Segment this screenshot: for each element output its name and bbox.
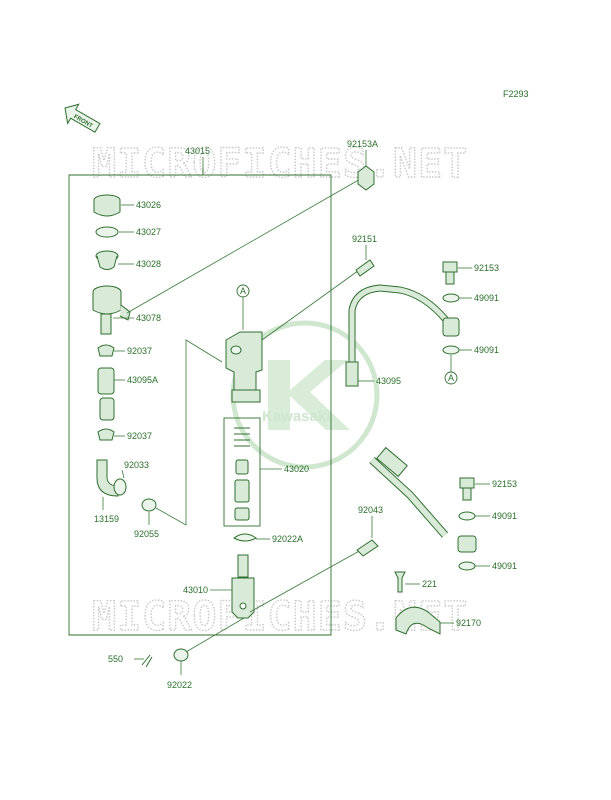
push-rod [231,554,255,619]
label-43026: 43026 [136,200,161,210]
banjo-fitting-bottom [457,535,477,553]
assembly-frame [68,168,332,636]
bolt-92151 [355,259,375,277]
washer-49091-a [442,293,460,303]
watermark-top: MICROFICHES.NET [92,141,468,187]
screw-221 [394,571,406,593]
hose-clamp-92170 [395,606,441,635]
hose-clamp-1 [97,344,115,357]
label-92153-top: 92153 [474,263,499,273]
label-43010: 43010 [183,585,208,595]
brake-hose [345,284,449,538]
label-43015: 43015 [185,146,210,156]
label-92043: 92043 [358,505,383,515]
label-550: 550 [108,654,123,664]
label-13159: 13159 [94,514,119,524]
label-92170: 92170 [456,618,481,628]
label-92055: 92055 [134,529,159,539]
callout-a-top: A [236,284,250,298]
logo-text: Kawasaki [262,408,330,425]
label-92037-b: 92037 [127,431,152,441]
label-49091-b: 49091 [474,345,499,355]
label-92151: 92151 [352,234,377,244]
bolt-92153A [357,165,375,191]
circlip-92022A [233,533,257,542]
label-43078: 43078 [136,313,161,323]
banjo-bolt-top [442,261,458,285]
circlip-92055 [141,498,157,512]
label-43020: 43020 [284,464,309,474]
label-221: 221 [422,579,437,589]
label-92022A: 92022A [272,534,303,544]
label-92033: 92033 [124,460,149,470]
label-92153A: 92153A [347,139,378,149]
washer-49091-d [458,561,476,571]
washer-49091-c [458,511,476,521]
label-43028: 43028 [136,259,161,269]
label-43095: 43095 [376,376,401,386]
diaphragm-plate [95,226,119,238]
pin-92043 [356,539,379,557]
label-92037-a: 92037 [127,346,152,356]
piston-kit [234,427,250,521]
label-49091-d: 49091 [492,561,517,571]
diaphragm [95,250,119,270]
label-43027: 43027 [136,227,161,237]
master-cylinder-body [225,331,263,403]
piston-kit-frame [223,417,261,527]
reservoir-hose-upper [97,367,115,395]
cotter-pin [141,654,153,668]
label-49091-c: 49091 [492,511,517,521]
reservoir [92,285,131,335]
banjo-bolt-bottom [459,477,475,501]
washer-49091-b [442,345,460,355]
svg-text:A: A [240,286,246,296]
banjo-fitting-top [442,317,460,337]
o-ring-92033 [113,478,127,496]
svg-text:A: A [448,373,454,383]
hose-clamp-2 [97,428,115,441]
front-arrow-icon: FRONT [64,103,101,133]
reservoir-hose-lower [99,397,115,421]
label-92153-bottom: 92153 [492,479,517,489]
washer-92022 [173,648,189,662]
figure-code: F2293 [503,89,529,99]
reservoir-cap [93,194,121,217]
callout-a-right: A [444,371,458,385]
label-43095A: 43095A [127,375,158,385]
label-92022: 92022 [167,680,192,690]
label-49091-a: 49091 [474,293,499,303]
